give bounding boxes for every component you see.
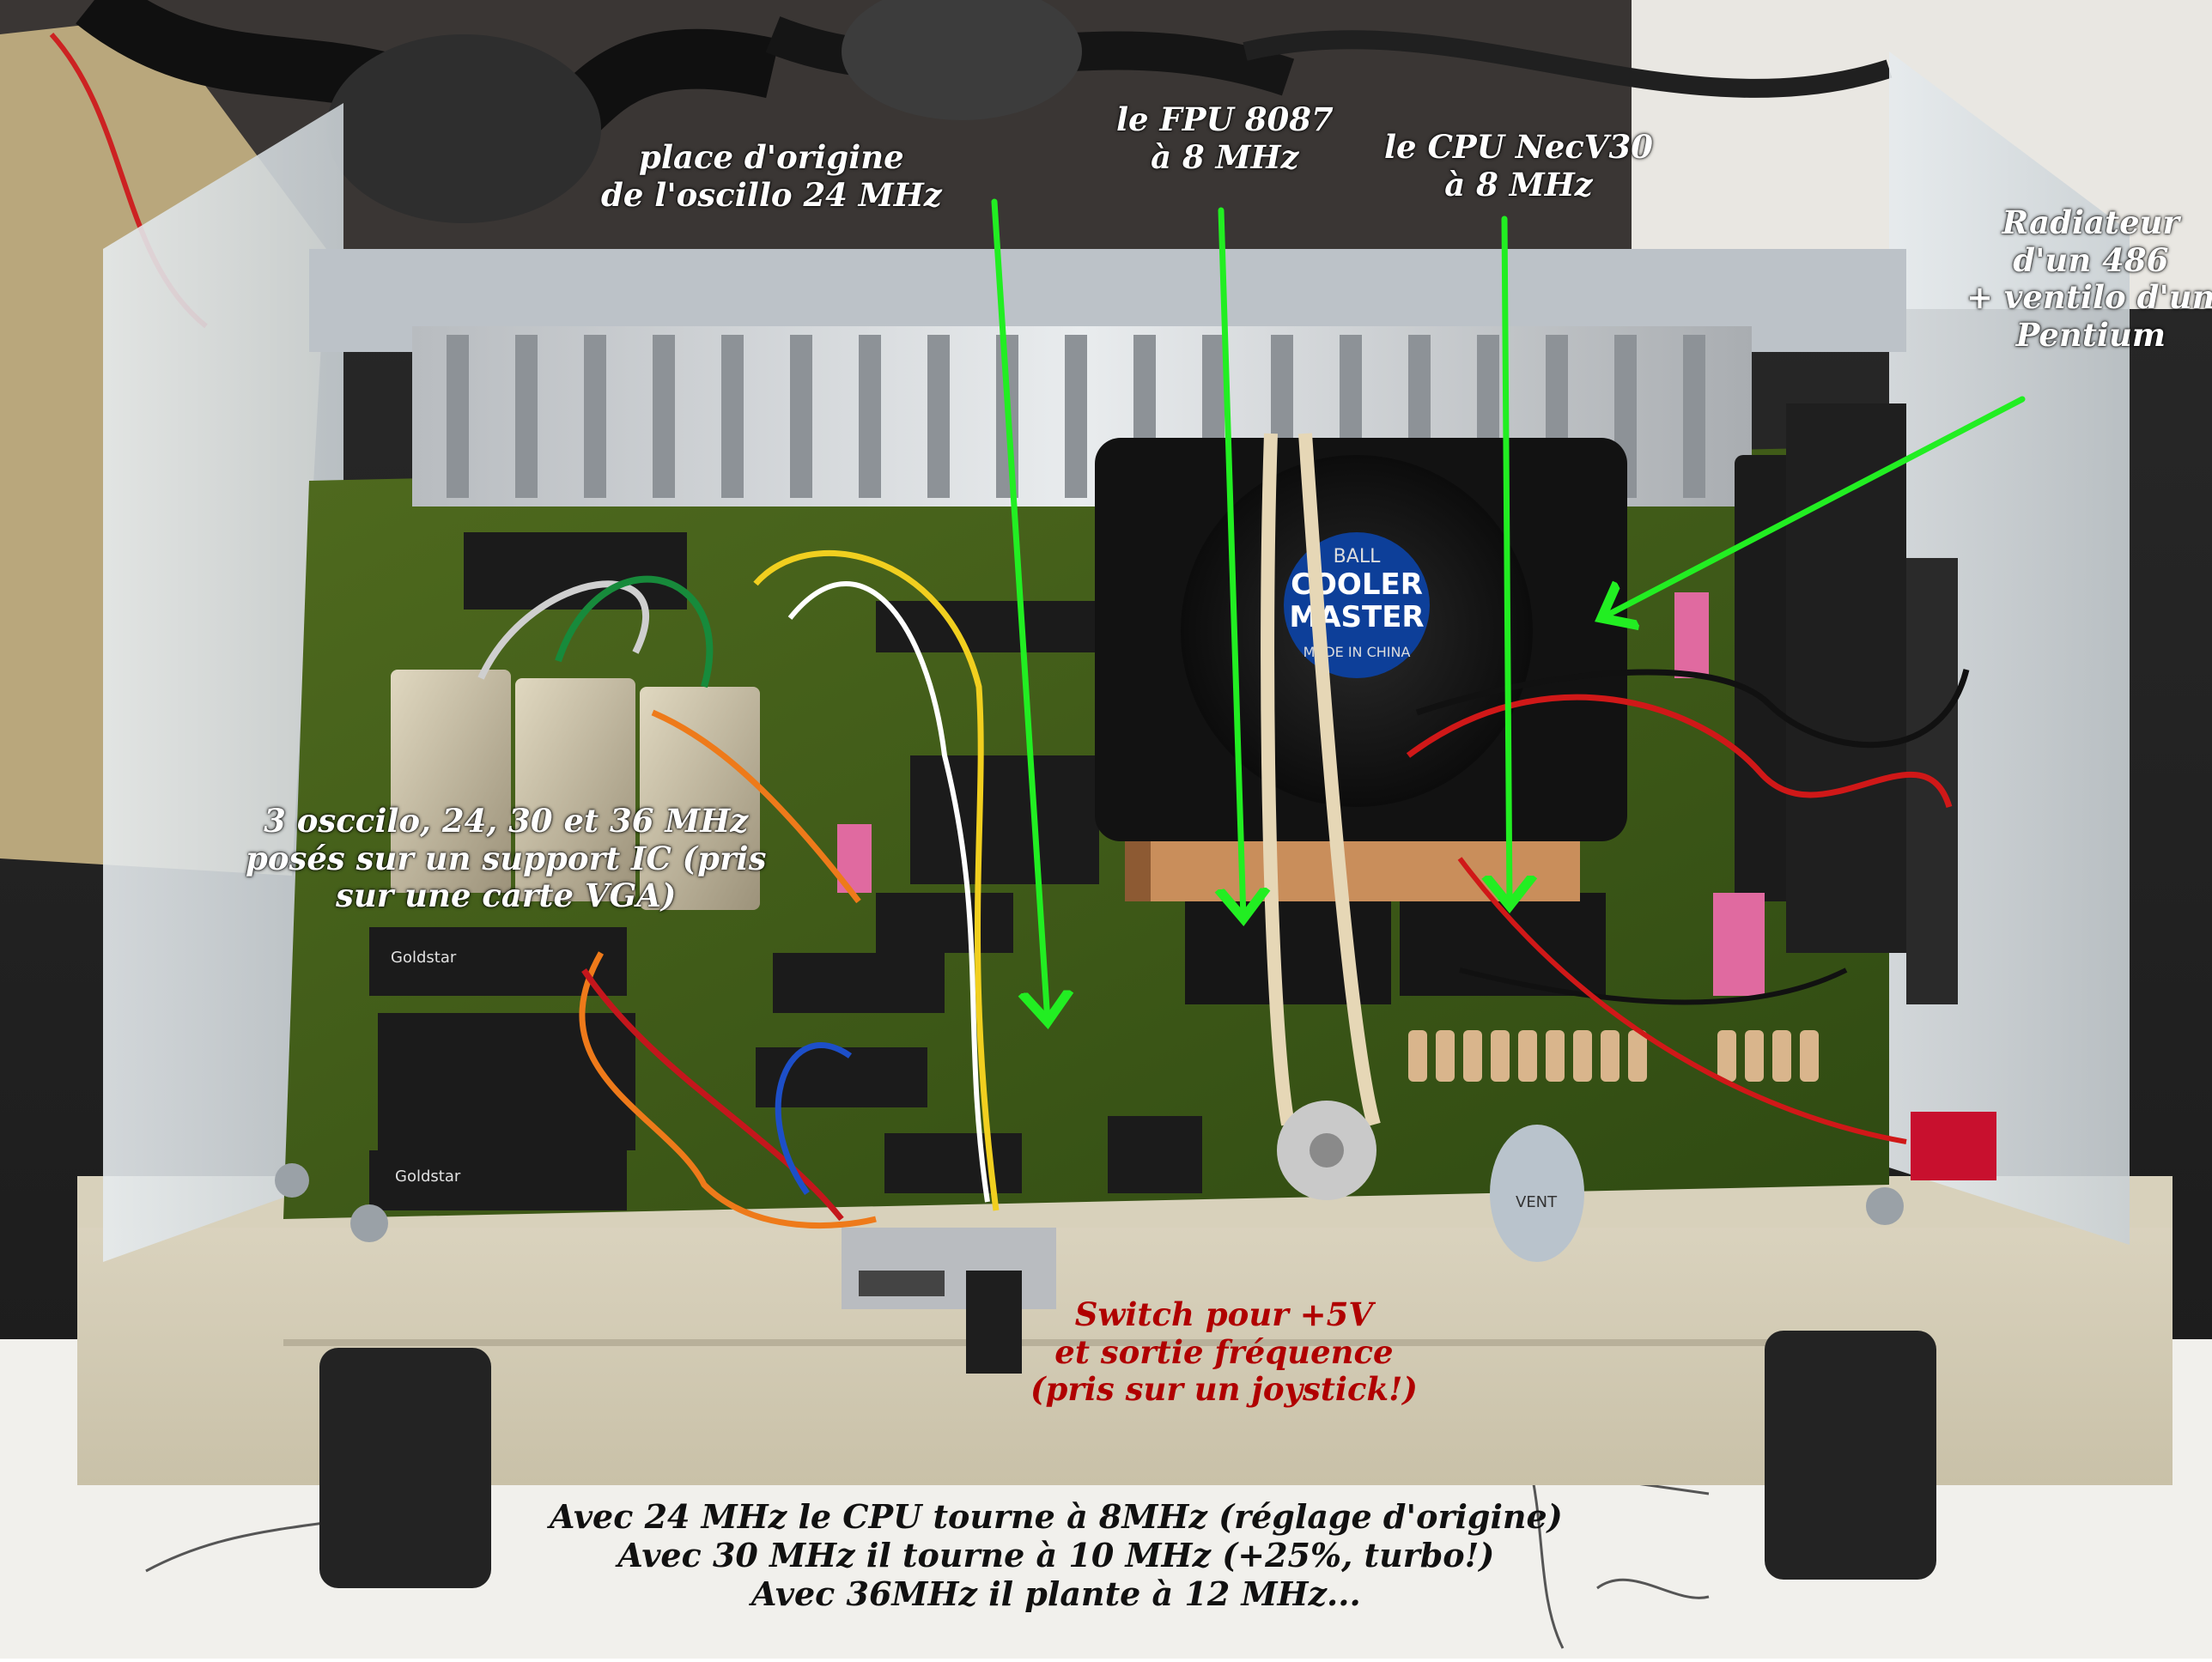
label-three-oscillators-line-1: 3 osccilo, 24, 30 et 36 MHz (264, 802, 749, 840)
label-oscillo-origin-line-2: de l'oscillo 24 MHz (601, 175, 942, 214)
label-radiator-line-4: Pentium (2015, 315, 2166, 354)
label-three-oscillators-line-3: sur une carte VGA) (336, 876, 677, 915)
label-radiator-line-2: d'un 486 (2013, 240, 2169, 279)
label-bottom-notes-line-2: Avec 30 MHz il tourne à 10 MHz (+25%, tu… (617, 1535, 1495, 1574)
label-radiator: Radiateur d'un 486 + ventilo d'un Pentiu… (1966, 203, 2212, 355)
label-three-oscillators-line-2: posés sur un support IC (pris (246, 839, 767, 877)
label-switch-line-1: Switch pour +5V (1074, 1295, 1374, 1333)
label-radiator-line-3: + ventilo d'un (1966, 278, 2212, 317)
chip-marking-goldstar-2: Goldstar (395, 1168, 461, 1186)
label-bottom-notes-line-1: Avec 24 MHz le CPU tourne à 8MHz (réglag… (550, 1497, 1563, 1536)
label-cpu-line-1: le CPU NecV30 (1384, 128, 1653, 166)
label-switch: Switch pour +5V et sortie fréquence (pri… (1030, 1295, 1418, 1409)
label-cpu-line-2: à 8 MHz (1444, 165, 1593, 203)
label-oscillo-origin-line-1: place d'origine (639, 138, 904, 176)
label-switch-line-3: (pris sur un joystick!) (1030, 1370, 1418, 1409)
label-three-oscillators: 3 osccilo, 24, 30 et 36 MHz posés sur un… (246, 802, 767, 915)
label-bottom-notes: Avec 24 MHz le CPU tourne à 8MHz (réglag… (550, 1497, 1563, 1613)
label-fpu-line-2: à 8 MHz (1151, 137, 1299, 176)
label-radiator-line-1: Radiateur (2002, 203, 2180, 241)
capacitor-marking: VENT (1516, 1193, 1558, 1211)
label-oscillo-origin: place d'origine de l'oscillo 24 MHz (601, 138, 942, 214)
chip-marking-goldstar-1: Goldstar (391, 949, 457, 967)
label-bottom-notes-line-3: Avec 36MHz il plante à 12 MHz... (750, 1574, 1361, 1613)
fan-ball-text: BALL (1334, 546, 1381, 567)
label-switch-line-2: et sortie fréquence (1054, 1332, 1394, 1371)
fan-brand-line-2: MASTER (1289, 600, 1424, 634)
fan-made-text: MADE IN CHINA (1304, 644, 1411, 660)
label-fpu: le FPU 8087 à 8 MHz (1116, 100, 1334, 176)
label-cpu: le CPU NecV30 à 8 MHz (1384, 128, 1653, 203)
label-fpu-line-1: le FPU 8087 (1116, 100, 1334, 138)
